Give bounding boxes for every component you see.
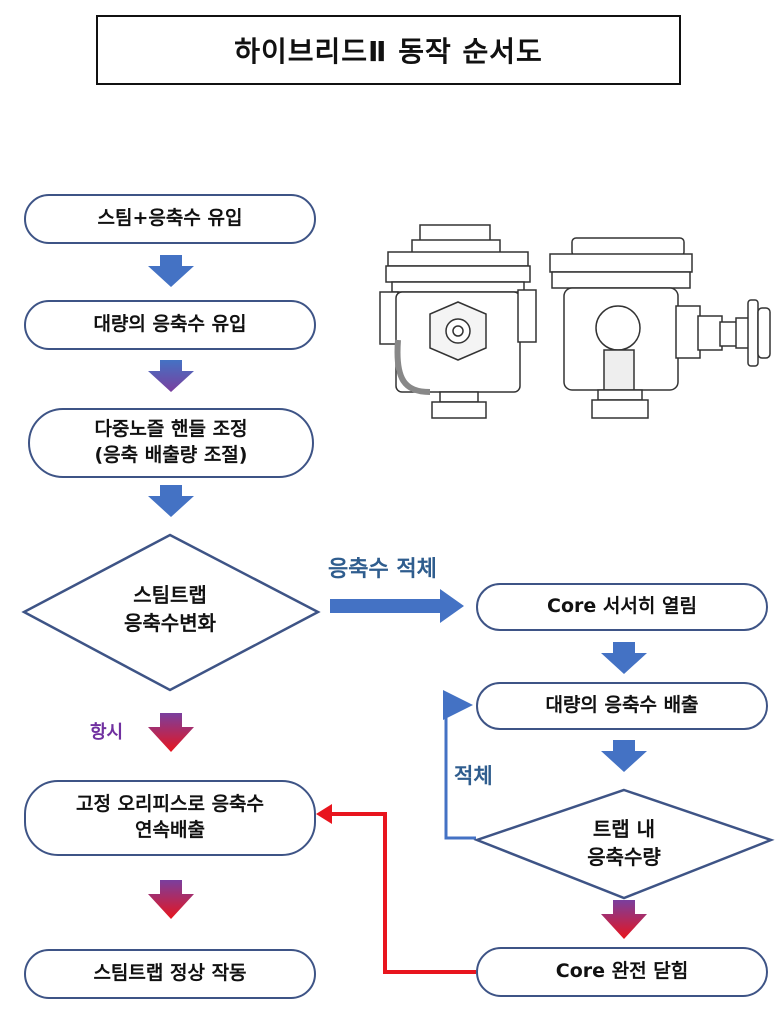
decision-right-label: 트랩 내 응축수량 (544, 815, 704, 871)
step-steam-inflow-label: 스팀+응축수 유입 (97, 207, 243, 230)
step-normal-operation-label: 스팀트랩 정상 작동 (93, 962, 247, 985)
arrow-down-1 (148, 255, 194, 287)
decision-left-line2: 응축수변화 (124, 611, 216, 635)
always-label: 항시 (90, 722, 124, 743)
step-nozzle-handle-adjust: 다중노즐 핸들 조정 (응축 배출량 조절) (28, 408, 314, 478)
step-large-condensate-inflow: 대량의 응축수 유입 (24, 300, 316, 350)
step-core-opening-label: Core 서서히 열림 (547, 595, 697, 618)
return-arrowhead (316, 804, 332, 824)
arrow-down-3 (148, 485, 194, 517)
arrow-right-branch (330, 589, 464, 623)
step-large-condensate-inflow-label: 대량의 응축수 유입 (93, 313, 247, 336)
arrow-down-8 (601, 900, 647, 939)
step-fixed-orifice-discharge: 고정 오리피스로 응축수 연속배출 (24, 780, 316, 856)
arrow-down-2 (148, 360, 194, 392)
decision-left-line1: 스팀트랩 (133, 583, 207, 607)
step-large-discharge: 대량의 응축수 배출 (476, 682, 768, 730)
arrow-down-7 (601, 740, 647, 772)
step-nozzle-handle-line1: 다중노즐 핸들 조정 (94, 418, 248, 441)
decision-right-line2: 응축수량 (587, 845, 661, 869)
arrow-down-5 (148, 880, 194, 919)
step-fixed-orifice-line1: 고정 오리피스로 응축수 (75, 793, 265, 816)
arrow-down-4 (148, 713, 194, 752)
decision-diamond-right (473, 788, 775, 900)
step-steam-inflow: 스팀+응축수 유입 (24, 194, 316, 244)
decision-left-label: 스팀트랩 응축수변화 (70, 581, 270, 637)
step-core-opening: Core 서서히 열림 (476, 583, 768, 631)
step-core-closed: Core 완전 닫힘 (476, 947, 768, 997)
step-fixed-orifice-line2: 연속배출 (135, 819, 205, 841)
loop-label: 적체 (454, 764, 493, 788)
return-connector (332, 812, 476, 974)
step-normal-operation: 스팀트랩 정상 작동 (24, 949, 316, 999)
loop-connector (443, 690, 476, 840)
step-core-closed-label: Core 완전 닫힘 (555, 960, 689, 983)
decision-diamond-left (21, 533, 321, 692)
decision-right-line1: 트랩 내 (592, 817, 656, 841)
arrow-down-6 (601, 642, 647, 674)
branch-label: 응축수 적체 (328, 557, 437, 582)
steam-trap-side-illustration (549, 237, 771, 419)
step-large-discharge-label: 대량의 응축수 배출 (545, 694, 699, 717)
steam-trap-front-illustration (379, 224, 537, 419)
diagram-title: 하이브리드Ⅱ 동작 순서도 (96, 15, 681, 85)
step-nozzle-handle-line2: (응축 배출량 조절) (94, 444, 248, 466)
